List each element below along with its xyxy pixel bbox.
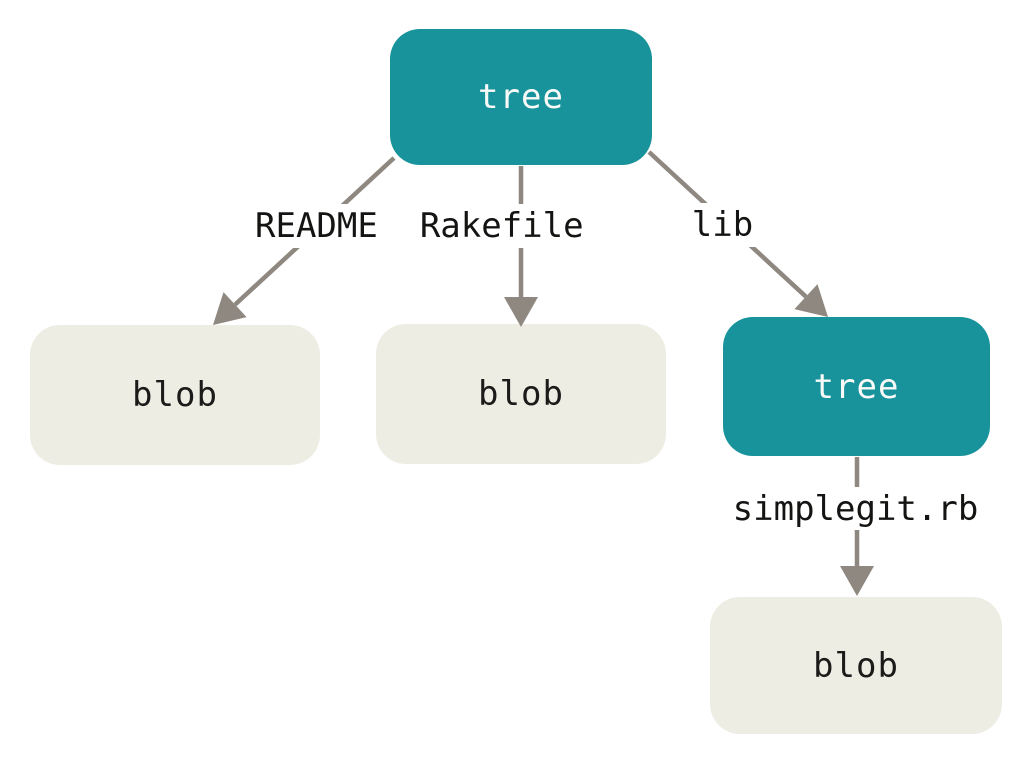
node-blob-readme-label: blob [132, 375, 218, 415]
arrowhead-tree-root-to-tree-lib [794, 284, 828, 317]
edge-label-rakefile: Rakefile [419, 206, 584, 246]
edge-label-lib: lib [671, 203, 774, 247]
node-blob-rakefile-label: blob [478, 374, 564, 414]
node-blob-simplegit: blob [710, 597, 1002, 734]
edge-label-simplegit-rb: simplegit.rb [718, 487, 993, 530]
node-tree-lib-label: tree [813, 366, 900, 407]
node-tree-root-label: tree [478, 77, 564, 117]
arrowhead-tree-root-to-blob-rakefile [504, 297, 538, 327]
node-tree-lib: tree [723, 317, 990, 456]
edge-label-simplegit-rb-text: simplegit.rb [732, 488, 979, 529]
node-blob-readme: blob [30, 325, 320, 465]
edge-label-readme: README [255, 206, 378, 246]
node-blob-rakefile: blob [376, 324, 666, 464]
node-blob-simplegit-label: blob [813, 645, 899, 686]
node-tree-root: tree [390, 29, 652, 165]
arrowhead-tree-root-to-blob-readme [213, 292, 247, 325]
edge-label-readme-rakefile: README Rakefile [243, 204, 653, 248]
arrowhead-tree-lib-to-blob-simplegit [840, 566, 874, 596]
edge-label-lib-text: lib [691, 205, 754, 245]
